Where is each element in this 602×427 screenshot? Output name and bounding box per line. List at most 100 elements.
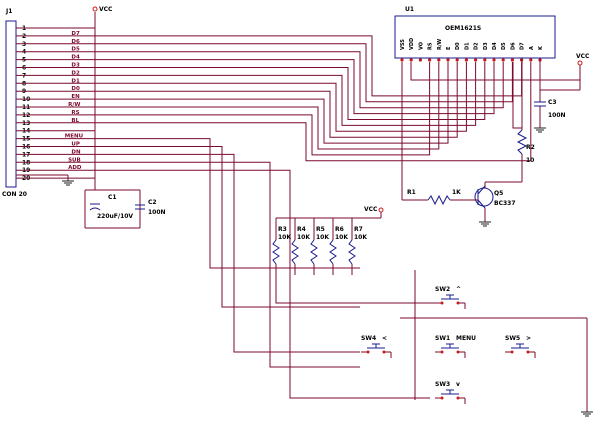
c3-value: 100N bbox=[548, 112, 566, 119]
lcd-pin-label: RS bbox=[428, 42, 434, 50]
lcd-pin-label: VDD bbox=[409, 38, 415, 50]
switch-ref: SW3 bbox=[435, 381, 450, 388]
q5-value: BC337 bbox=[494, 200, 516, 207]
pullup-ref: R7 bbox=[354, 226, 363, 233]
switch-input-wire bbox=[95, 169, 430, 399]
lcd-pin-terminal bbox=[483, 58, 487, 62]
lcd-pin-label: K bbox=[538, 45, 544, 50]
switch-input-wire bbox=[95, 161, 360, 368]
lcd-pin-label: E bbox=[446, 46, 452, 50]
c1-value: 220uF/10V bbox=[97, 213, 133, 220]
switch: SW2 ^ bbox=[435, 286, 466, 309]
lcd-pin-terminal bbox=[437, 58, 441, 62]
lcd-pin-label: D0 bbox=[455, 42, 461, 50]
switch-input-wire bbox=[95, 146, 360, 308]
switch-label: MENU bbox=[456, 335, 476, 342]
lcd-pin-terminal bbox=[464, 58, 468, 62]
c1-ref: C1 bbox=[108, 194, 117, 201]
bus-wire bbox=[95, 59, 495, 115]
bus-wire bbox=[95, 62, 486, 120]
connector-name: CON 20 bbox=[2, 191, 27, 198]
bus-wire bbox=[95, 62, 440, 150]
connector-signal-label: D2 bbox=[71, 70, 80, 76]
vcc-top-label: VCC bbox=[99, 6, 113, 13]
switch-label: ^ bbox=[456, 286, 461, 293]
switch-label: < bbox=[382, 335, 387, 342]
lcd-ref: U1 bbox=[405, 6, 414, 13]
lcd-pin-terminal bbox=[428, 58, 432, 62]
resistor-r1: R1 1K bbox=[401, 155, 478, 206]
vcc-top: VCC bbox=[92, 6, 113, 30]
pullup-value: 10K bbox=[297, 234, 310, 241]
vcc-right-label: VCC bbox=[576, 53, 590, 60]
ground-connector bbox=[16, 174, 74, 186]
lcd-pin-label: VO bbox=[418, 42, 424, 50]
connector-body bbox=[5, 20, 17, 188]
r1-value: 1K bbox=[452, 189, 461, 196]
switch-ref: SW4 bbox=[361, 335, 376, 342]
lcd-pin-label: R/W bbox=[437, 38, 443, 50]
connector-signal-label: D7 bbox=[71, 31, 80, 37]
pullup-value: 10K bbox=[335, 234, 348, 241]
switch-input-wire bbox=[95, 153, 360, 353]
connector-ref: J1 bbox=[5, 8, 12, 15]
switch: SW5 > bbox=[505, 335, 536, 358]
pullup-ref: R5 bbox=[316, 226, 325, 233]
connector-signal-label: BL bbox=[71, 118, 79, 124]
switch-ref: SW5 bbox=[505, 335, 520, 342]
pullup-wire bbox=[275, 275, 435, 304]
transistor-q5: Q5 BC337 bbox=[474, 182, 516, 227]
connector-signal-label: D4 bbox=[71, 55, 80, 61]
connector-signal-label: ADD bbox=[68, 165, 82, 171]
bus-wire bbox=[95, 62, 467, 132]
bus-wire bbox=[95, 62, 477, 126]
lcd-pin-label: D2 bbox=[474, 42, 480, 50]
lcd-pin-terminal bbox=[492, 58, 496, 62]
vcc-resistors: VCC bbox=[276, 206, 384, 219]
c2-value: 100N bbox=[148, 209, 166, 216]
bus-wire bbox=[95, 43, 513, 103]
r2-ref: R2 bbox=[526, 144, 535, 151]
lcd-pin-terminal bbox=[400, 58, 404, 62]
capacitor-c3: C3 100N bbox=[534, 58, 580, 133]
connector-signal-label: D0 bbox=[71, 86, 80, 92]
lcd-body bbox=[394, 15, 556, 59]
data-bus-wires bbox=[95, 35, 580, 399]
vcc-top-terminal bbox=[92, 6, 98, 12]
connector-j1: J1 CON 20 123456789101112131415161718192… bbox=[2, 8, 95, 198]
connector-signal-label: RS bbox=[71, 110, 79, 116]
lcd-pin-terminal bbox=[446, 58, 450, 62]
pullup-ref: R3 bbox=[278, 226, 287, 233]
c3-ref: C3 bbox=[548, 99, 557, 106]
lcd-pin-terminal bbox=[501, 58, 505, 62]
connector-signal-label: DN bbox=[71, 149, 81, 155]
pullup-value: 10K bbox=[354, 234, 367, 241]
vcc-res-terminal bbox=[378, 207, 384, 213]
connector-signal-label: D5 bbox=[71, 47, 80, 53]
vcc-res-label: VCC bbox=[364, 206, 378, 213]
vcc-right: VCC bbox=[576, 53, 590, 90]
switch: SW4 < bbox=[361, 335, 392, 358]
lcd-pin-label: VSS bbox=[400, 39, 406, 50]
switch-ref: SW2 bbox=[435, 286, 450, 293]
switch-label: > bbox=[526, 335, 531, 342]
lcd-part: OEM1621S bbox=[445, 25, 481, 32]
switch-ref: SW1 bbox=[435, 335, 450, 342]
lcd-pin-label: D4 bbox=[492, 42, 498, 50]
lcd-pin-label: D3 bbox=[483, 42, 489, 50]
pullup-ref: R6 bbox=[335, 226, 344, 233]
bus-wire bbox=[95, 62, 532, 162]
pullup-value: 10K bbox=[278, 234, 291, 241]
connector-signal-label: SUB bbox=[68, 157, 81, 163]
lcd-pin-label: D1 bbox=[464, 42, 470, 50]
bus-wire bbox=[95, 62, 431, 156]
r1-ref: R1 bbox=[407, 189, 416, 196]
